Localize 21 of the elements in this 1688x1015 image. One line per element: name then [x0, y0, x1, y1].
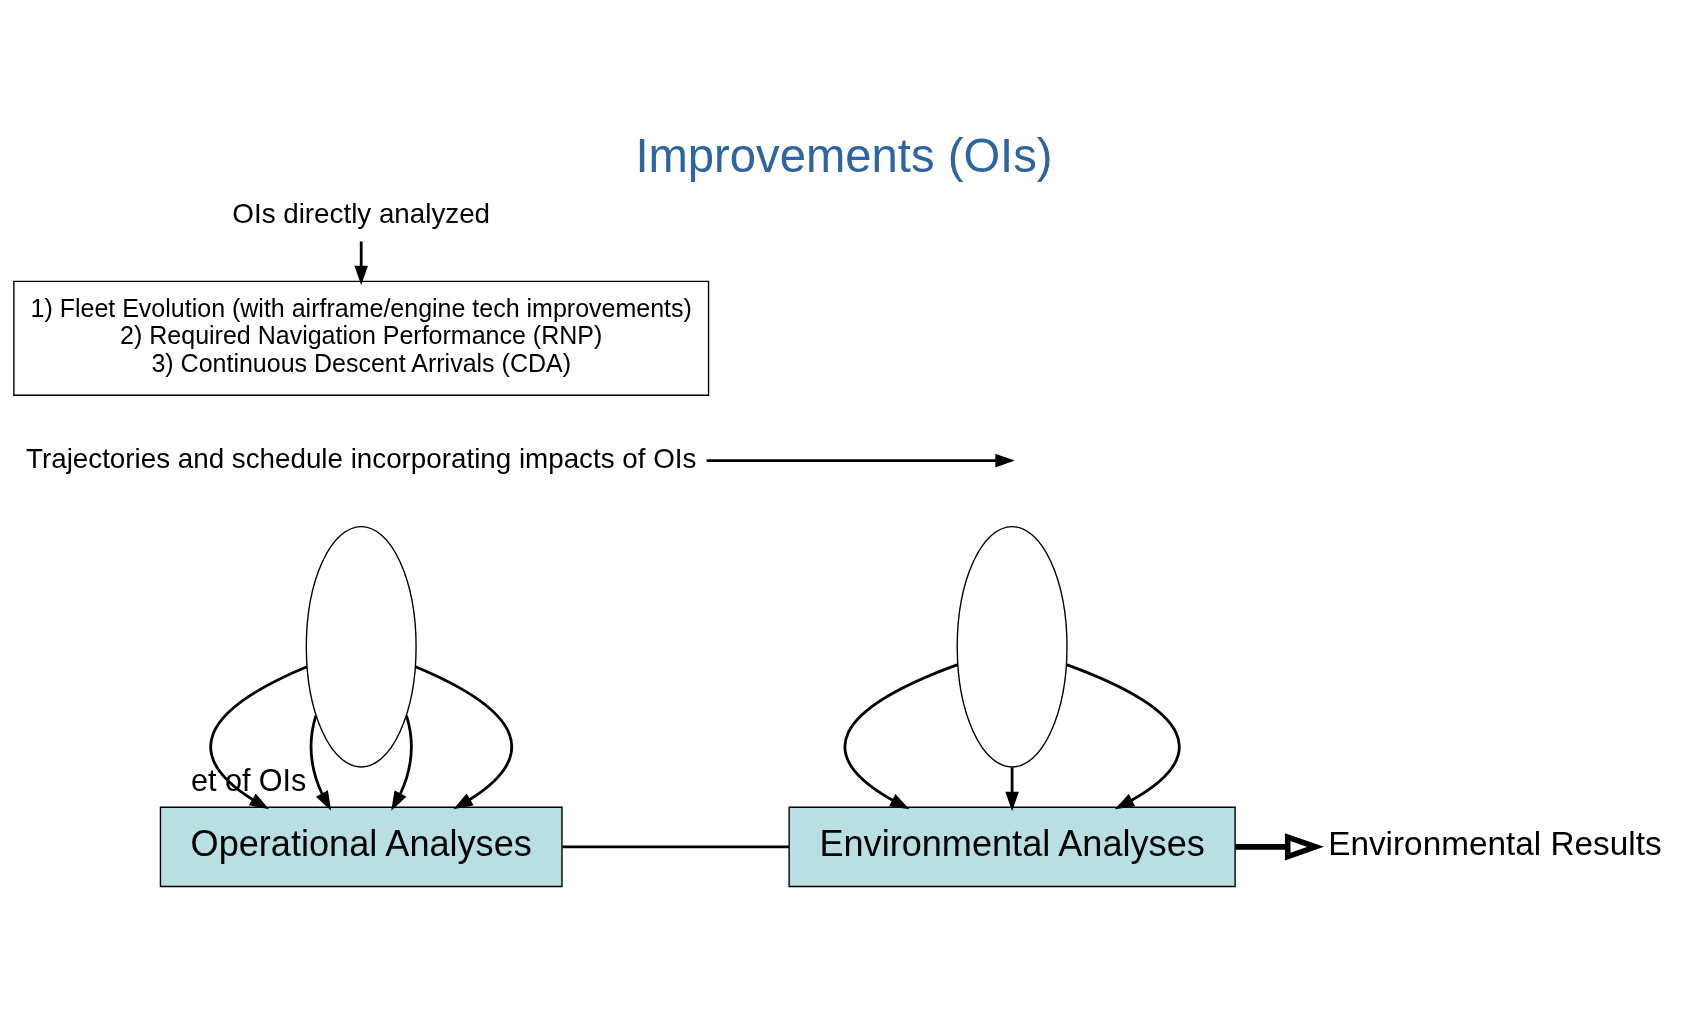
- node-label: et of OIs: [190, 763, 307, 798]
- arrow: [843, 663, 959, 810]
- arrow: [354, 241, 369, 286]
- arrow: [1235, 833, 1324, 861]
- arrow: [309, 715, 332, 811]
- node-ellipse: [305, 525, 417, 768]
- node-text: OIs directly analyzed: [232, 198, 491, 230]
- arrow: [414, 665, 513, 810]
- arrow: [706, 453, 1015, 468]
- node-box: Operational Analyses: [159, 806, 563, 888]
- node-text: Environmental Results: [1328, 825, 1662, 863]
- arrow: [1066, 663, 1181, 810]
- arrow: [1005, 767, 1019, 812]
- node-box: Environmental Analyses: [788, 806, 1236, 888]
- connector: [562, 845, 790, 849]
- node-ellipse: [956, 525, 1068, 768]
- node-text: Trajectories and schedule incorporating impacts of OIs: [26, 442, 697, 474]
- arrow: [391, 715, 413, 811]
- diagram-title: Improvements (OIs): [635, 128, 1053, 182]
- node-box: 1) Fleet Evolution (with airframe/engine tech improvements) 2) Required Navigation Performance (RNP) 3) Continuous Descent Arrivals (CDA): [13, 280, 710, 396]
- arrow: [209, 665, 308, 810]
